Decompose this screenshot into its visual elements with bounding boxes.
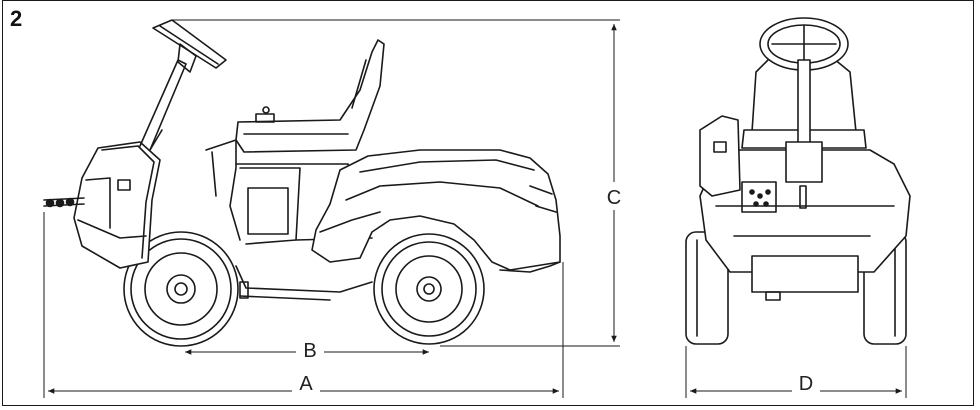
body-front	[699, 149, 911, 301]
front-wheel	[373, 233, 485, 345]
tow-hitch	[43, 197, 85, 208]
front-view	[685, 17, 911, 345]
dimension-label-c: C	[607, 187, 621, 209]
left-tire	[685, 231, 729, 345]
hood	[311, 149, 561, 273]
rear-collector	[73, 141, 161, 269]
figure-number: 2	[10, 6, 23, 31]
dimension-label-a: A	[299, 373, 313, 395]
mower-deck	[235, 265, 373, 301]
dimension-label-b: B	[303, 340, 316, 362]
steering-front	[759, 17, 849, 209]
dimension-label-d: D	[799, 373, 813, 395]
side-box	[699, 115, 777, 213]
seat	[235, 39, 385, 153]
side-view	[43, 19, 561, 347]
rear-wheel	[123, 231, 239, 347]
steering	[139, 19, 227, 151]
